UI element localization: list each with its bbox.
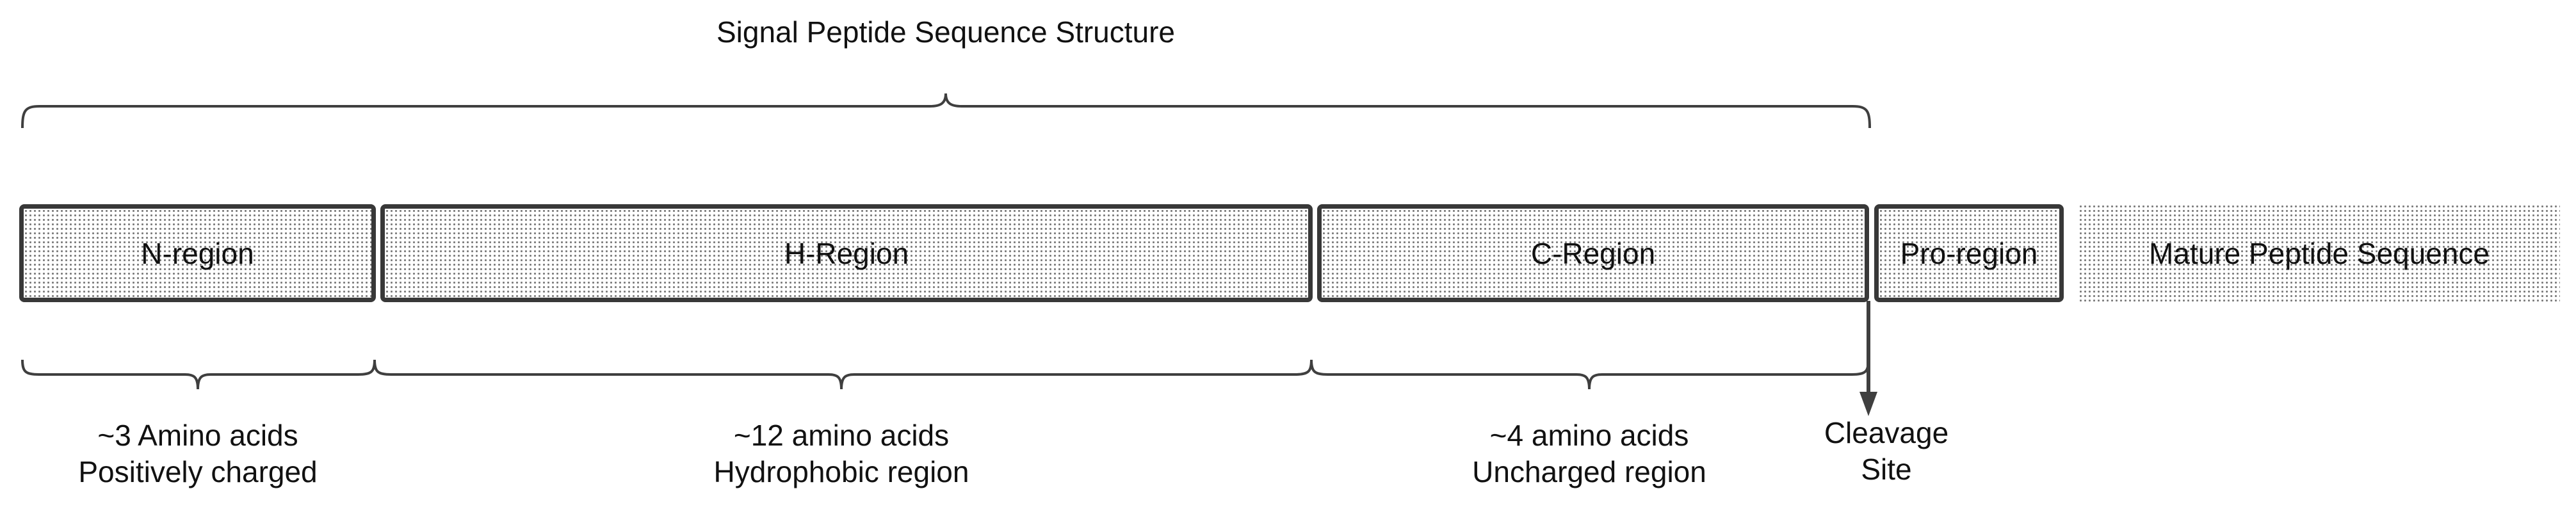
region-box-pro-region: Pro-region [1874,204,2064,302]
region-label: H-Region [784,236,909,270]
annotation-c-region: ~4 amino acids Uncharged region [1472,417,1706,490]
annotation-line: ~3 Amino acids [97,419,298,452]
h-region-brace-icon [373,359,1313,390]
n-region-brace-icon [21,359,376,390]
annotation-n-region: ~3 Amino acids Positively charged [78,417,317,490]
annotation-line: ~12 amino acids [733,419,950,452]
signal-peptide-top-brace-icon [21,93,1871,129]
region-label: Pro-region [1900,236,2038,270]
region-label: N-region [141,236,254,270]
annotation-line: Positively charged [78,455,318,488]
cleavage-site-label: Cleavage Site [1824,415,1948,488]
region-box-c-region: C-Region [1317,204,1869,302]
c-region-brace-icon [1310,359,1870,390]
cleavage-arrowhead-icon [1859,392,1877,416]
diagram-title: Signal Peptide Sequence Structure [716,15,1176,49]
annotation-line: Uncharged region [1472,455,1706,488]
region-label: C-Region [1530,236,1656,270]
annotation-line: ~4 amino acids [1489,419,1689,452]
region-label: Mature Peptide Sequence [2149,236,2490,270]
region-box-n-region: N-region [19,204,376,302]
annotation-h-region: ~12 amino acids Hydrophobic region [714,417,969,490]
cleavage-site-line: Site [1861,453,1912,486]
annotation-line: Hydrophobic region [713,455,969,488]
region-box-mature-peptide: Mature Peptide Sequence [2078,204,2560,302]
region-box-h-region: H-Region [380,204,1313,302]
cleavage-site-line: Cleavage [1824,416,1949,449]
